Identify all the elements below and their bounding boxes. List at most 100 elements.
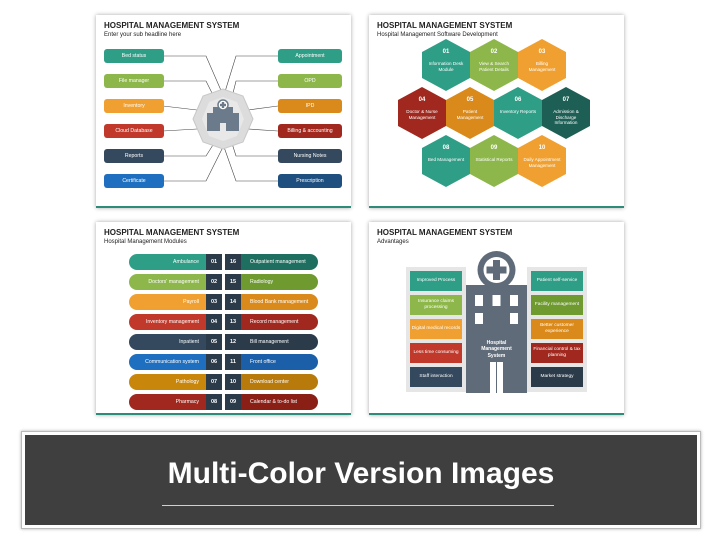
hex-number: 03 (538, 49, 546, 55)
slide-subtitle: Hospital Management Software Development (377, 32, 498, 38)
module-left: Ambulance (129, 254, 221, 270)
module-number: 06 (206, 354, 222, 370)
slide-subtitle: Advantages (377, 239, 409, 245)
module-number: 05 (206, 334, 222, 350)
feature-pill: OPD (278, 74, 342, 88)
advantage-box: Improved Process (410, 271, 462, 291)
hex-number: 08 (442, 145, 450, 151)
module-right: Outpatient management (226, 254, 318, 270)
module-number: 09 (225, 394, 241, 410)
feature-pill: Cloud Database (104, 124, 164, 138)
module-left: Pathology (129, 374, 221, 390)
module-left: Payroll (129, 294, 221, 310)
feature-pill: Bed status (104, 49, 164, 63)
slide-subtitle: Enter your sub headline here (104, 32, 182, 38)
advantage-box: Digital medical records (410, 319, 462, 339)
module-left: Doctors' management (129, 274, 221, 290)
module-number: 03 (206, 294, 222, 310)
feature-pill: IPD (278, 99, 342, 113)
module-number: 07 (206, 374, 222, 390)
module-number: 10 (225, 374, 241, 390)
hex-label: Information Desk Module (428, 61, 464, 72)
slide-title: HOSPITAL MANAGEMENT SYSTEM (104, 228, 240, 237)
slide-preview-2[interactable]: HOSPITAL MANAGEMENT SYSTEM Hospital Mana… (369, 15, 624, 208)
feature-pill: Certificate (104, 174, 164, 188)
module-number: 01 (206, 254, 222, 270)
hospital-building-icon (466, 251, 527, 393)
hex-number: 04 (418, 97, 426, 103)
slide-title: HOSPITAL MANAGEMENT SYSTEM (377, 21, 513, 30)
module-right: Download center (226, 374, 318, 390)
advantage-box: Staff interaction (410, 367, 462, 387)
module-number: 02 (206, 274, 222, 290)
feature-pill: Nursing Notes (278, 149, 342, 163)
connector-lines (162, 55, 279, 182)
module-left: Communication system (129, 354, 221, 370)
module-number: 15 (225, 274, 241, 290)
module-right: Front office (226, 354, 318, 370)
slide-preview-4[interactable]: HOSPITAL MANAGEMENT SYSTEM Advantages Ho… (369, 222, 624, 415)
advantage-box: Less time consuming (410, 343, 462, 363)
feature-pill: File manager (104, 74, 164, 88)
advantage-box: Facility management (531, 295, 583, 315)
module-right: Blood Bank management (226, 294, 318, 310)
hex-label: Doctor & Nurse Management (406, 109, 438, 120)
feature-pill: Prescription (278, 174, 342, 188)
banner-title: Multi-Color Version Images (167, 457, 555, 490)
hex-label: Billing Management (528, 61, 556, 72)
hex-label: View & Search Patient Details (478, 61, 510, 72)
hex-label: Patient Management (456, 109, 484, 120)
advantage-box: Insurance claims processing (410, 295, 462, 315)
module-number: 11 (225, 354, 241, 370)
module-number: 16 (225, 254, 241, 270)
slide-title: HOSPITAL MANAGEMENT SYSTEM (377, 228, 513, 237)
hex-number: 05 (466, 97, 474, 103)
advantage-box: Financial control & tax planning (531, 343, 583, 363)
feature-pill: Billing & accounting (278, 124, 342, 138)
hex-label: Statistical Reports (475, 157, 513, 163)
hex-number: 06 (514, 97, 522, 103)
feature-pill: Reports (104, 149, 164, 163)
module-right: Bill management (226, 334, 318, 350)
hex-label: Bed Management (427, 157, 465, 163)
building-label: Hospital Management System (481, 340, 512, 359)
hex-number: 07 (562, 97, 570, 103)
module-number: 12 (225, 334, 241, 350)
advantage-box: Market strategy (531, 367, 583, 387)
advantage-box: Patient self-service (531, 271, 583, 291)
module-left: Inventory management (129, 314, 221, 330)
hospital-icon (207, 99, 239, 131)
slide-subtitle: Hospital Management Modules (104, 239, 187, 245)
module-left: Inpatient (129, 334, 221, 350)
module-left: Pharmacy (129, 394, 221, 410)
feature-pill: Inventory (104, 99, 164, 113)
banner-underline (162, 505, 554, 506)
slide-preview-1[interactable]: HOSPITAL MANAGEMENT SYSTEM Enter your su… (96, 15, 351, 208)
module-right: Calendar & to-do list (226, 394, 318, 410)
module-number: 08 (206, 394, 222, 410)
hex-number: 01 (442, 49, 450, 55)
advantage-box: Better customer experience (531, 319, 583, 339)
slide-preview-3[interactable]: HOSPITAL MANAGEMENT SYSTEM Hospital Mana… (96, 222, 351, 415)
module-right: Record management (226, 314, 318, 330)
module-right: Radiology (226, 274, 318, 290)
hex-label: Inventory Reports (499, 109, 537, 115)
slide-title: HOSPITAL MANAGEMENT SYSTEM (104, 21, 240, 30)
feature-pill: Appointment (278, 49, 342, 63)
hex-label: Admission & Discharge Information (553, 109, 579, 126)
module-number: 13 (225, 314, 241, 330)
hex-number: 10 (538, 145, 546, 151)
hex-label: Daily Appointment Management (523, 157, 561, 168)
module-number: 04 (206, 314, 222, 330)
module-number: 14 (225, 294, 241, 310)
